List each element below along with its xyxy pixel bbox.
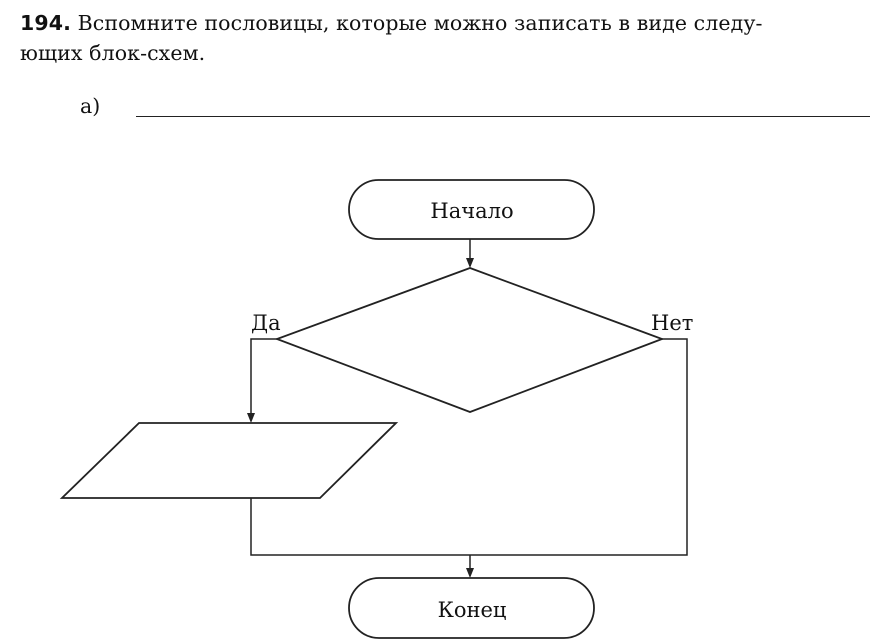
- task-number: 194.: [20, 11, 71, 35]
- start-label: Начало: [430, 199, 513, 223]
- decision-diamond: [274, 267, 665, 413]
- end-terminal: [348, 577, 595, 639]
- arrowhead-io: [247, 413, 255, 423]
- connector-io-to-merge: [250, 498, 470, 556]
- io-parallelogram: [59, 422, 399, 499]
- start-terminal: [348, 179, 595, 240]
- connector-no-branch: [470, 338, 688, 556]
- arrowhead-end: [466, 568, 474, 578]
- task-statement: 194. Вспомните пословицы, которые можно …: [20, 8, 860, 68]
- answer-blank-line[interactable]: [136, 116, 870, 117]
- connector-yes-branch: [250, 338, 277, 419]
- task-line-1: 194. Вспомните пословицы, которые можно …: [20, 8, 860, 38]
- yes-label: Да: [251, 311, 281, 335]
- subtask-label: а): [80, 94, 101, 118]
- no-label: Нет: [651, 311, 693, 335]
- task-text-2: ющих блок-схем.: [20, 41, 206, 65]
- end-label: Конец: [438, 598, 507, 622]
- task-text-1: Вспомните пословицы, которые можно запис…: [77, 11, 763, 35]
- arrowhead-decision: [466, 258, 474, 268]
